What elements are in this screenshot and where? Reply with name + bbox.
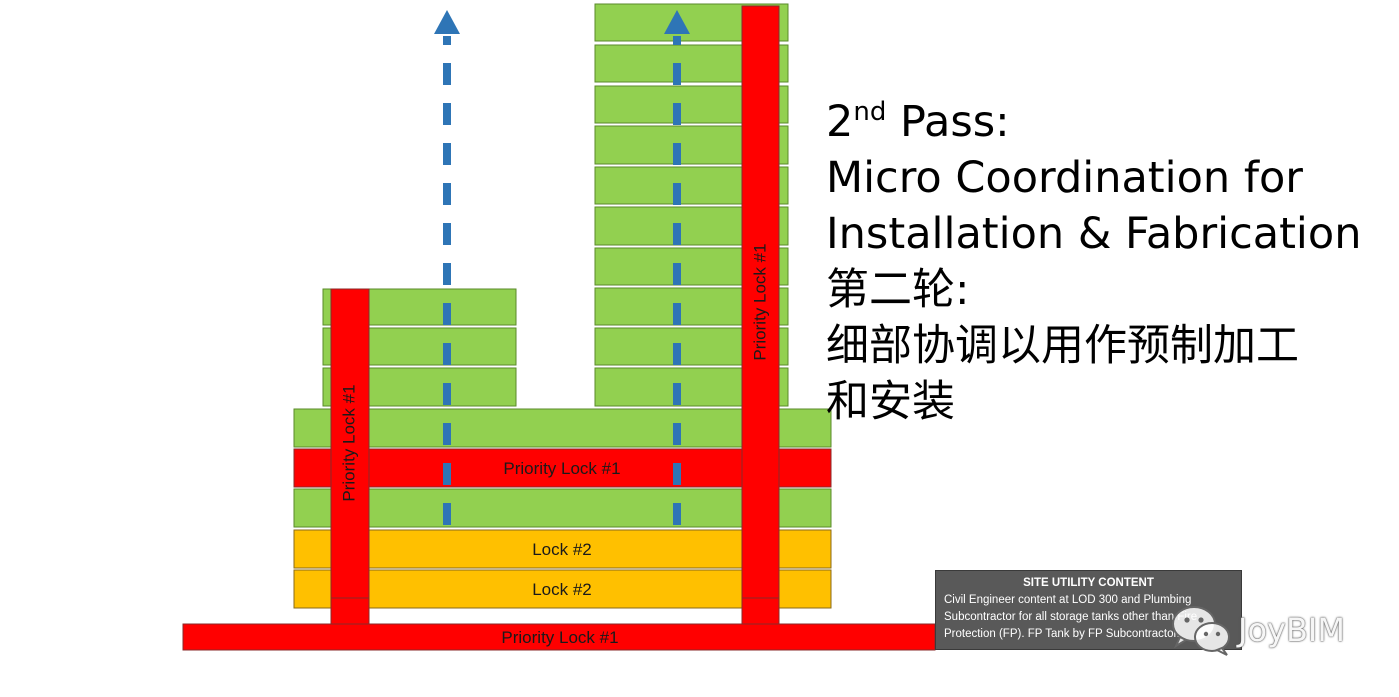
right-vertical-priority-lock xyxy=(741,5,780,625)
lock2-band-label: Lock #2 xyxy=(532,580,592,599)
bottom-priority-lock-bar xyxy=(182,623,936,651)
priority-lock-band-label: Priority Lock #1 xyxy=(503,459,620,478)
left-vertical-priority-lock xyxy=(330,288,370,625)
title-line-6: 和安装 xyxy=(826,377,955,427)
right-dashed-arrow xyxy=(664,10,690,525)
pass-word: Pass: xyxy=(886,97,1010,147)
watermark: JoyBIM xyxy=(1170,604,1345,656)
pass-ordinal-suffix: nd xyxy=(853,97,887,127)
title-line-3: Installation & Fabrication xyxy=(826,209,1362,259)
right-vertical-priority-lock-label: Priority Lock #1 xyxy=(750,243,769,360)
title-line-4: 第二轮: xyxy=(826,265,970,315)
title-line-5: 细部协调以用作预制加工 xyxy=(826,321,1299,371)
site-utility-body: Civil Engineer content at LOD 300 and Pl… xyxy=(944,594,1198,640)
title-pass-line: 2nd Pass: xyxy=(826,94,1386,150)
left-vertical-priority-lock-label: Priority Lock #1 xyxy=(339,384,358,501)
left-dashed-arrow xyxy=(434,10,460,525)
arrowhead-up-icon xyxy=(664,10,690,34)
lock2-band-label: Lock #2 xyxy=(532,540,592,559)
site-utility-heading: SITE UTILITY CONTENT xyxy=(1023,577,1154,589)
bottom-priority-lock-label: Priority Lock #1 xyxy=(501,628,618,647)
title-line-2: Micro Coordination for xyxy=(826,153,1303,203)
watermark-brand: JoyBIM xyxy=(1238,611,1345,649)
pass-number: 2 xyxy=(826,97,854,147)
title-block: 2nd Pass: Micro Coordination for Install… xyxy=(826,94,1386,430)
arrowhead-up-icon xyxy=(434,10,460,34)
wechat-icon xyxy=(1172,606,1230,656)
